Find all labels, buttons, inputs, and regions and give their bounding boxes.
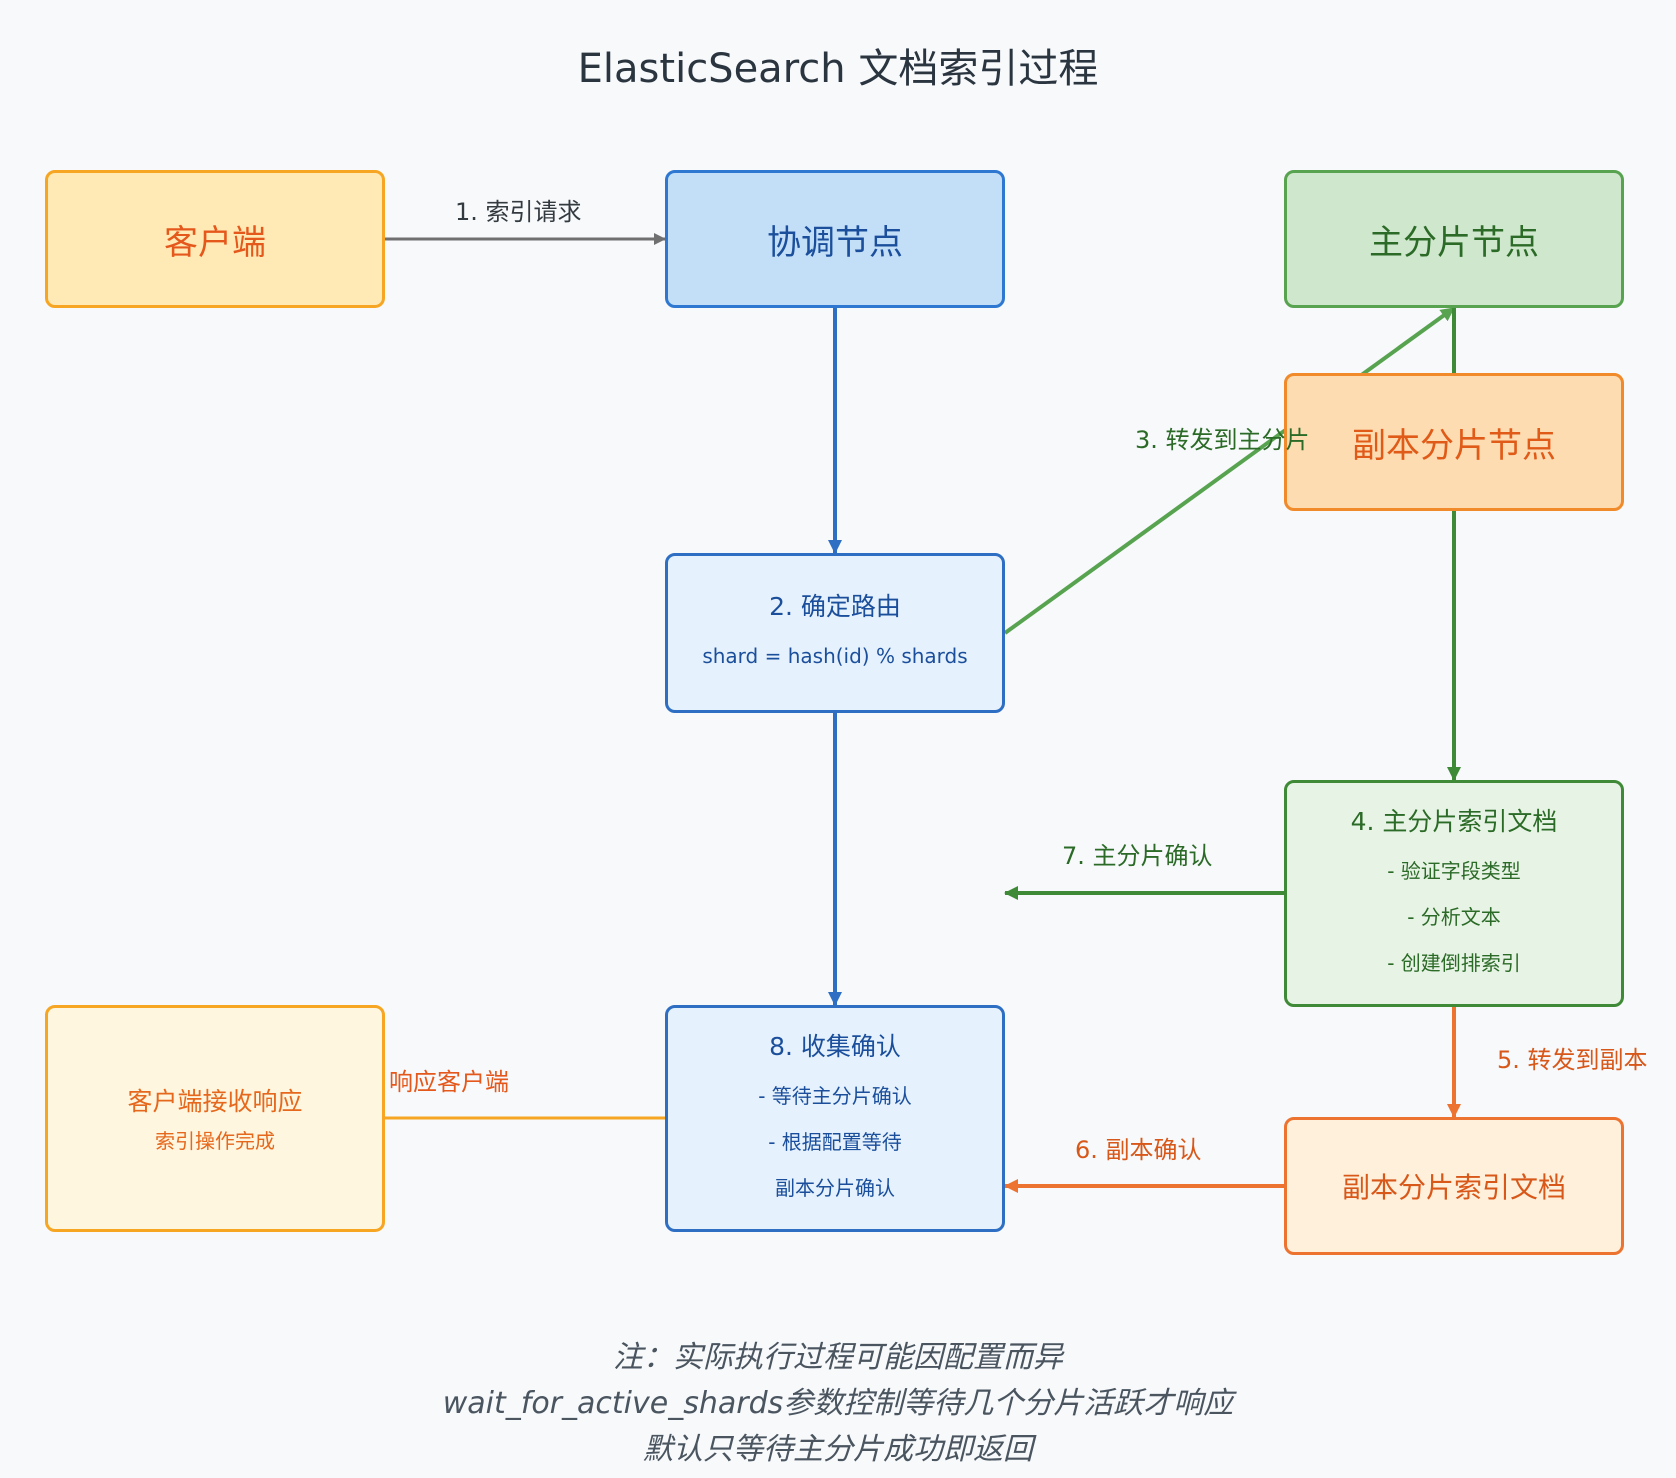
edge-label-step1: 1. 索引请求 <box>455 198 582 226</box>
routing-label: 2. 确定路由 <box>769 592 901 621</box>
footnote-line: 默认只等待主分片成功即返回 <box>643 1432 1033 1467</box>
arrow-routing-to-primary <box>1003 306 1456 635</box>
collect-label: 8. 收集确认 <box>769 1031 901 1061</box>
edge-label-step7: 7. 主分片确认 <box>1062 842 1213 870</box>
replica-shard-label: 副本分片节点 <box>1352 425 1556 466</box>
collect-line: - 等待主分片确认 <box>758 1083 912 1108</box>
coordinator-label: 协调节点 <box>767 222 903 263</box>
client-receive-detail: 索引操作完成 <box>155 1128 275 1153</box>
primary-index-line: - 验证字段类型 <box>1387 858 1521 883</box>
collect-line: 副本分片确认 <box>775 1175 895 1200</box>
client-node: 客户端 <box>45 170 385 308</box>
client-receive-step: 客户端接收响应 索引操作完成 <box>45 1005 385 1232</box>
client-label: 客户端 <box>164 222 266 263</box>
routing-step: 2. 确定路由 shard = hash(id) % shards <box>665 553 1005 713</box>
footnote-line: 注：实际执行过程可能因配置而异 <box>613 1340 1063 1375</box>
replica-shard-node: 副本分片节点 <box>1284 373 1624 511</box>
replica-index-step: 副本分片索引文档 <box>1284 1117 1624 1255</box>
client-receive-label: 客户端接收响应 <box>127 1086 303 1116</box>
edge-label-step5: 5. 转发到副本 <box>1497 1046 1648 1074</box>
primary-index-line: - 创建倒排索引 <box>1387 950 1521 975</box>
edge-label-step6: 6. 副本确认 <box>1075 1136 1202 1164</box>
edge-label-step3: 3. 转发到主分片 <box>1135 426 1310 454</box>
footnote-line: wait_for_active_shards参数控制等待几个分片活跃才响应 <box>442 1386 1234 1421</box>
primary-index-label: 4. 主分片索引文档 <box>1350 806 1558 836</box>
primary-shard-node: 主分片节点 <box>1284 170 1624 308</box>
routing-formula: shard = hash(id) % shards <box>702 644 968 668</box>
replica-index-label: 副本分片索引文档 <box>1341 1171 1566 1204</box>
footnote: 注：实际执行过程可能因配置而异 wait_for_active_shards参数… <box>0 1335 1676 1473</box>
collect-ack-step: 8. 收集确认 - 等待主分片确认 - 根据配置等待 副本分片确认 <box>665 1005 1005 1232</box>
edge-label-response: 响应客户端 <box>389 1068 509 1096</box>
primary-index-step: 4. 主分片索引文档 - 验证字段类型 - 分析文本 - 创建倒排索引 <box>1284 780 1624 1007</box>
collect-line: - 根据配置等待 <box>768 1129 902 1154</box>
diagram-title: ElasticSearch 文档索引过程 <box>577 46 1099 92</box>
primary-shard-label: 主分片节点 <box>1369 222 1539 263</box>
coordinator-node: 协调节点 <box>665 170 1005 308</box>
primary-index-line: - 分析文本 <box>1407 904 1501 929</box>
